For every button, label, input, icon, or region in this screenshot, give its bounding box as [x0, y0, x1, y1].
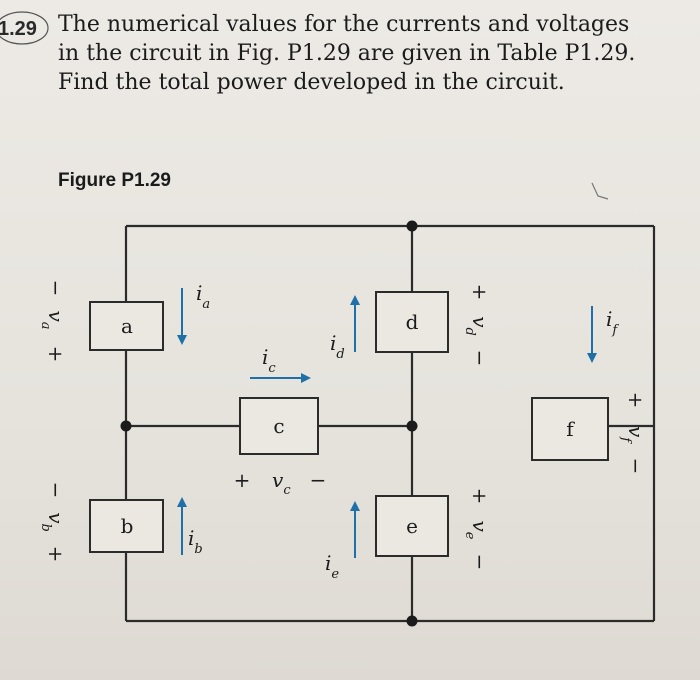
- element-a-box: [89, 301, 164, 351]
- figure-caption: Figure P1.29: [58, 170, 171, 191]
- problem-statement: The numerical values for the currents an…: [58, 10, 698, 97]
- pencil-mark: [591, 182, 609, 200]
- node-left: [120, 420, 132, 432]
- svg-text:vf: vf: [618, 426, 648, 444]
- voltage-label-f: + vf −: [618, 392, 648, 475]
- svg-text:ve: ve: [462, 520, 492, 539]
- element-d-label: d: [406, 310, 419, 334]
- svg-text:−: −: [468, 554, 492, 571]
- element-e-box: [375, 495, 449, 557]
- svg-text:+: +: [468, 488, 492, 505]
- svg-text:−: −: [624, 458, 648, 475]
- svg-text:−: −: [44, 280, 68, 297]
- svg-text:va: va: [38, 310, 68, 329]
- element-f-box: [531, 397, 609, 461]
- voltage-label-d: + vd −: [462, 284, 492, 367]
- current-label-a: ia: [196, 281, 210, 312]
- svg-text:+: +: [624, 392, 648, 409]
- problem-line-1: The numerical values for the currents an…: [58, 12, 630, 37]
- node-bottom: [406, 615, 418, 627]
- element-b-label: b: [121, 514, 134, 538]
- node-middle: [406, 420, 418, 432]
- current-label-b: ib: [188, 526, 203, 557]
- problem-number-circle: [0, 11, 49, 45]
- element-c-label: c: [273, 414, 284, 438]
- current-label-f: if: [606, 307, 619, 338]
- element-e-label: e: [406, 514, 418, 538]
- element-a-label: a: [121, 314, 133, 338]
- current-label-d: id: [330, 331, 345, 362]
- svg-text:+: +: [44, 546, 68, 563]
- svg-text:vc: vc: [272, 468, 291, 498]
- current-label-e: ie: [325, 551, 339, 582]
- problem-line-3: Find the total power developed in the ci…: [58, 70, 565, 95]
- svg-text:vb: vb: [38, 512, 68, 532]
- svg-text:−: −: [310, 468, 327, 492]
- svg-text:−: −: [468, 350, 492, 367]
- element-d-box: [375, 291, 449, 353]
- problem-number: 1.29: [0, 18, 37, 40]
- voltage-label-e: + ve −: [462, 488, 492, 571]
- element-c-box: [239, 397, 319, 455]
- problem-line-2: in the circuit in Fig. P1.29 are given i…: [58, 41, 636, 66]
- svg-text:−: −: [44, 482, 68, 499]
- voltage-label-c: + vc −: [234, 468, 327, 498]
- current-label-c: ic: [262, 345, 276, 376]
- svg-text:+: +: [234, 468, 251, 492]
- voltage-label-b: − vb +: [38, 482, 68, 563]
- circuit-nodes: [120, 220, 418, 627]
- svg-text:vd: vd: [462, 316, 492, 336]
- svg-text:+: +: [44, 346, 68, 363]
- circuit-wires: [124, 224, 656, 623]
- svg-text:+: +: [468, 284, 492, 301]
- voltage-label-a: − va +: [38, 280, 68, 363]
- element-b-box: [89, 499, 164, 553]
- element-f-label: f: [566, 417, 575, 441]
- node-top: [406, 220, 418, 232]
